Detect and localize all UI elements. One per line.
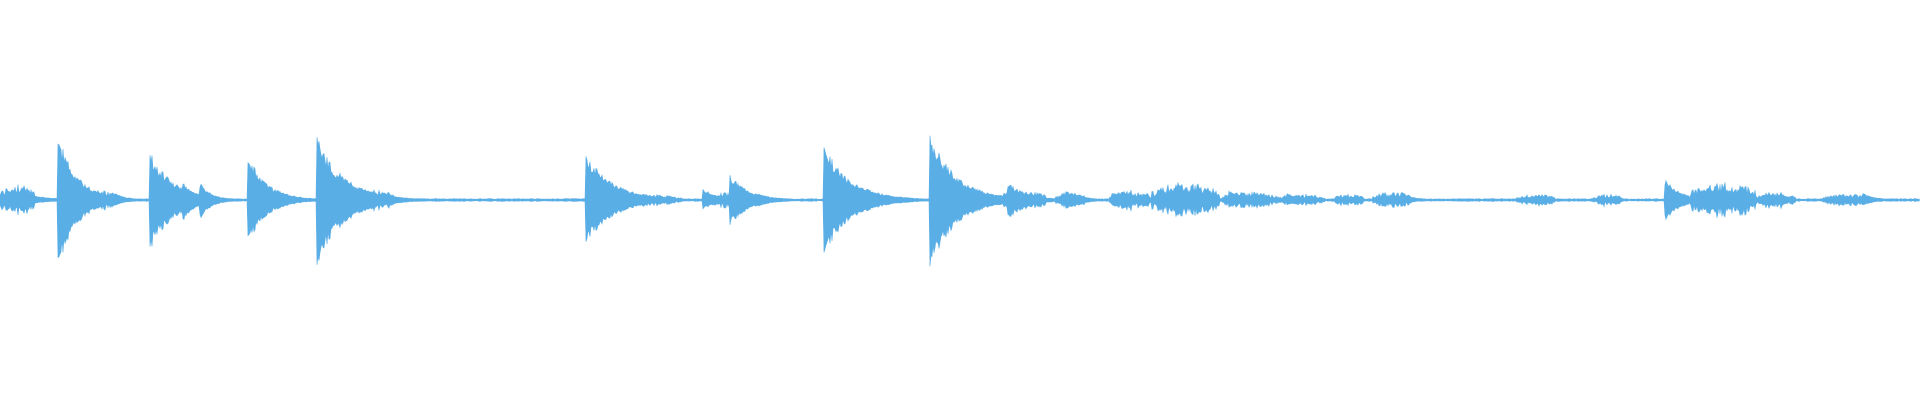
waveform-shape	[0, 135, 1920, 267]
